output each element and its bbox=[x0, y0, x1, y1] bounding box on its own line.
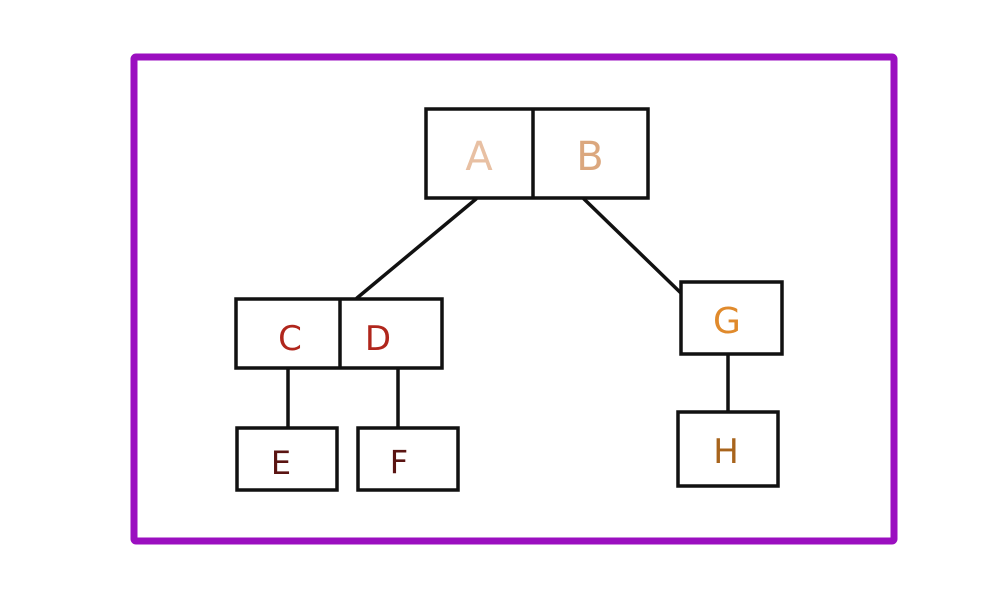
node-box bbox=[679, 280, 784, 356]
node-box bbox=[356, 426, 460, 492]
diagram-frame bbox=[130, 53, 898, 545]
node-leaf-e: E bbox=[235, 426, 339, 492]
edge-ab-to-cd bbox=[355, 197, 478, 300]
node-box bbox=[235, 426, 339, 492]
edge-ab-to-g bbox=[582, 197, 686, 298]
node-label-h: H bbox=[713, 432, 739, 472]
node-leaf-f: F bbox=[356, 426, 460, 492]
node-box bbox=[424, 107, 650, 200]
node-box bbox=[676, 410, 780, 488]
node-leaf-h: H bbox=[676, 410, 780, 488]
node-label-a: A bbox=[465, 134, 493, 180]
node-label-e: E bbox=[271, 444, 291, 482]
node-right-g: G bbox=[679, 280, 784, 356]
node-label-g: G bbox=[713, 301, 741, 342]
node-root-ab: A B bbox=[424, 107, 650, 200]
node-label-b: B bbox=[576, 134, 603, 180]
node-left-cd: C D bbox=[234, 297, 444, 370]
node-label-d: D bbox=[365, 319, 391, 359]
node-label-c: C bbox=[278, 319, 302, 359]
node-label-f: F bbox=[390, 443, 408, 481]
